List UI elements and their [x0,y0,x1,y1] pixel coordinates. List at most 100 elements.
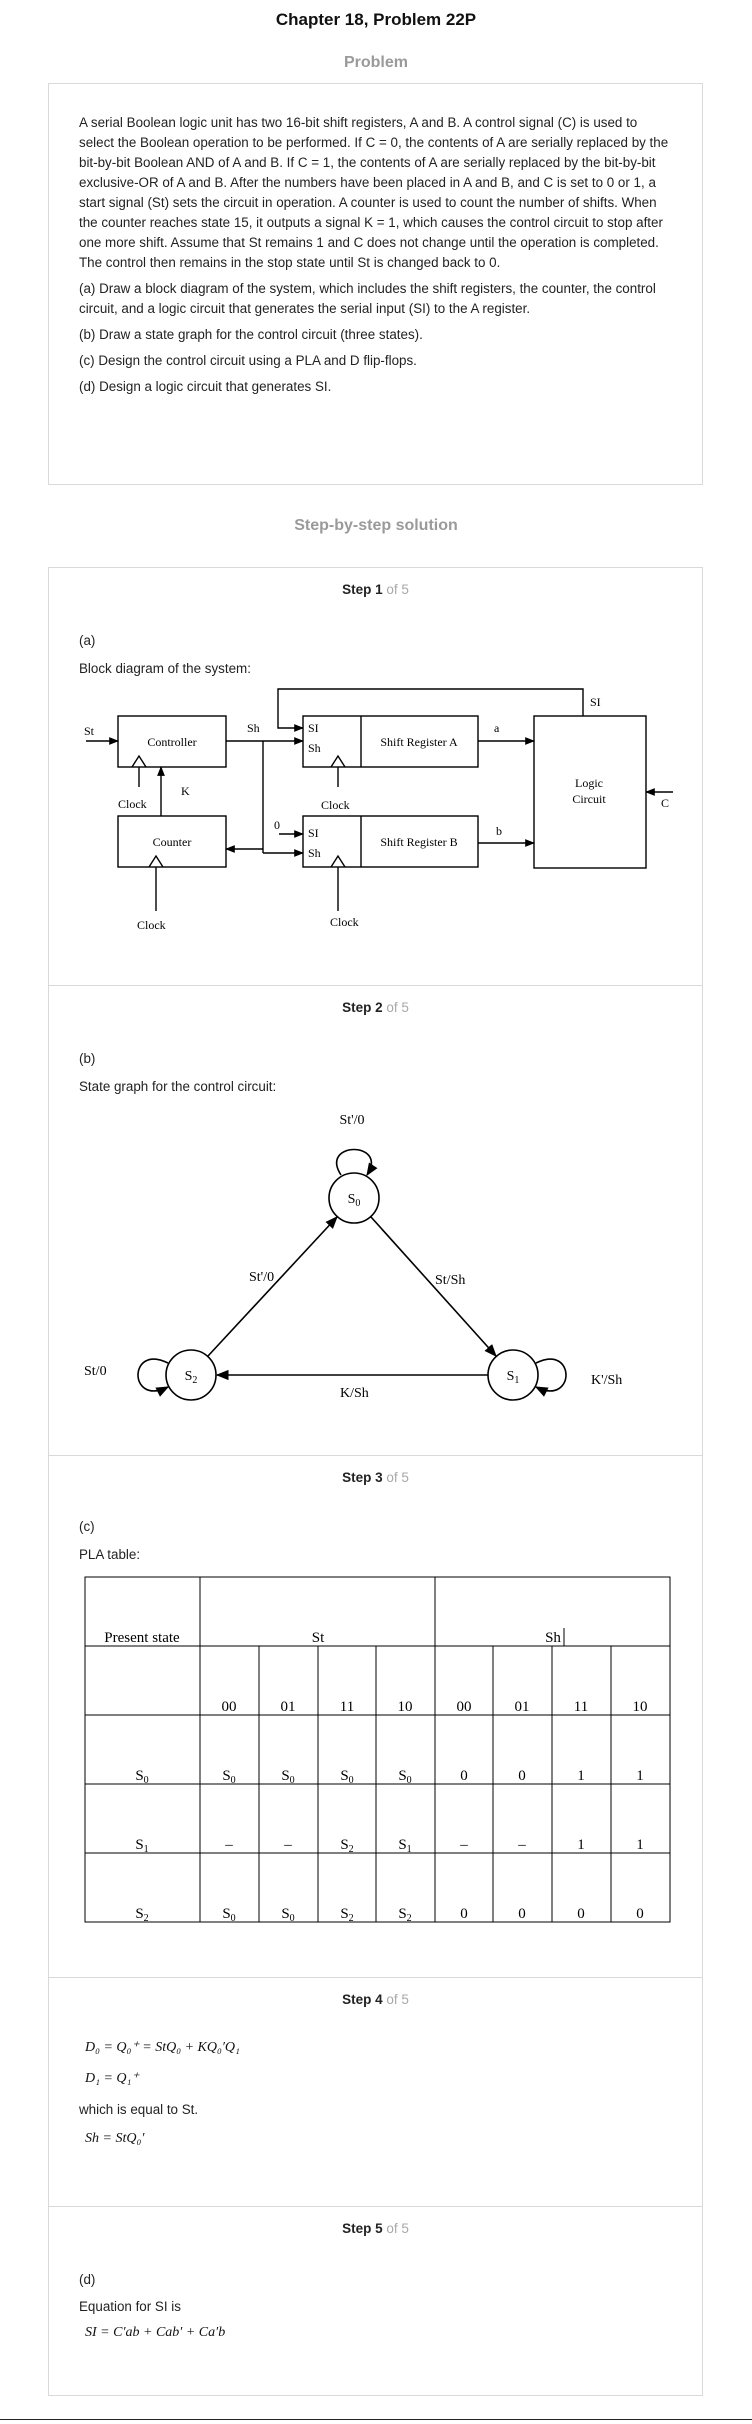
pla-cell: – [283,1837,292,1853]
step-5-card: Step 5 of 5 (d) Equation for SI is SI = … [48,2206,703,2396]
pla-cell: S1 [398,1837,411,1855]
problem-part-c: (c) Design the control circuit using a P… [79,353,417,368]
counter-block [117,815,227,868]
edge-s2-s0-label: St'/0 [249,1270,274,1285]
pla-cell: 1 [577,1837,585,1853]
b-output-label: b [496,824,502,838]
pla-cell: 0 [460,1906,468,1922]
input-column-header: 00 [222,1699,237,1715]
d0-equation: D₀ = Q₀⁺ = StQ₀ + KQ₀′Q₁ [85,2040,240,2055]
d1-equation: D₁ = Q₁⁺ [85,2071,139,2086]
step-total: of 5 [386,1992,409,2007]
step-3-caption: PLA table: [79,1547,141,1562]
step-number: Step 4 [342,1992,383,2007]
si-input-label-b: SI [308,826,319,840]
problem-card: A serial Boolean logic unit has two 16-b… [48,83,703,485]
input-column-header: 10 [398,1699,413,1715]
problem-text: A serial Boolean logic unit has two 16-b… [49,84,702,397]
step-number: Step 5 [342,2221,383,2236]
step-2-caption: State graph for the control circuit: [79,1079,277,1094]
si-equation: SI = C′ab + Cab′ + Ca′b [85,2325,226,2340]
pla-cell: 0 [460,1768,468,1784]
pla-cell: S0 [398,1768,411,1786]
pla-cell: S0 [281,1768,294,1786]
step-5-part: (d) [79,2272,96,2287]
st-label: St [84,724,95,738]
loop-s1-label: K'/Sh [591,1373,622,1388]
pla-cell: 0 [636,1906,644,1922]
step-3-card: Step 3 of 5 (c) PLA table: Present state… [48,1455,703,1977]
step-total: of 5 [386,1000,409,1015]
k-label: K [181,784,190,798]
zero-input-label: 0 [274,818,280,832]
sh-group-header: Sh [545,1630,561,1646]
step-total: of 5 [386,1470,409,1485]
state-s0-label: S0 [348,1192,361,1209]
st-group-header: St [312,1630,325,1646]
loop-s2-label: St/0 [84,1364,107,1379]
pla-cell: – [224,1837,233,1853]
step-2-part: (b) [79,1051,96,1066]
step-2-header: Step 2 of 5 [49,1000,702,1015]
present-state-header: Present state [104,1630,180,1646]
a-output-label: a [494,721,500,735]
solution-heading: Step-by-step solution [294,517,458,534]
sh-input-label-a: Sh [308,741,321,755]
pla-cell: – [517,1837,526,1853]
edge-s1-s2-label: K/Sh [340,1386,369,1401]
loop-s0-label: St'/0 [339,1113,364,1128]
pla-cell: S0 [281,1906,294,1924]
pla-cell: S0 [222,1768,235,1786]
si-input-label-a: SI [308,721,319,735]
self-loop-s2 [137,1358,170,1397]
si-output-label: SI [590,695,601,709]
step-number: Step 3 [342,1470,383,1485]
pla-cell: S2 [398,1906,411,1924]
step-4-header: Step 4 of 5 [49,1992,702,2007]
logic-circuit-label: Circuit [572,792,606,806]
step-4-card: Step 4 of 5 D₀ = Q₀⁺ = StQ₀ + KQ₀′Q₁ D₁ … [48,1977,703,2206]
sh-label: Sh [247,721,260,735]
step-5-caption: Equation for SI is [79,2299,181,2314]
shift-register-b-block [302,815,479,868]
step-1-part: (a) [79,633,96,648]
problem-part-a: (a) Draw a block diagram of the system, … [79,281,656,316]
step-number: Step 1 [342,582,383,597]
sh-input-label-b: Sh [308,846,321,860]
present-state-cell: S1 [135,1837,148,1855]
equal-to-st-text: which is equal to St. [79,2102,199,2117]
pla-cell: 0 [577,1906,585,1922]
counter-label: Counter [153,835,192,849]
pla-cell: 1 [636,1768,644,1784]
state-graph: S0 S1 S2 St'/0 K'/Sh St/0 St'/0 St/Sh K/… [84,1113,622,1401]
step-3-header: Step 3 of 5 [49,1470,702,1485]
step-1-card: Step 1 of 5 (a) Block diagram of the sys… [48,567,703,985]
present-state-cell: S2 [135,1906,148,1924]
self-loop-s1 [534,1358,567,1397]
block-diagram: Controller Counter Shift Register A Shif… [84,688,673,932]
pla-cell: S0 [340,1768,353,1786]
step-number: Step 2 [342,1000,383,1015]
problem-part-b: (b) Draw a state graph for the control c… [79,327,423,342]
input-column-header: 00 [457,1699,472,1715]
problem-part-d: (d) Design a logic circuit that generate… [79,379,332,394]
step-1-header: Step 1 of 5 [49,582,702,597]
problem-paragraph: A serial Boolean logic unit has two 16-b… [79,115,669,270]
edge-s2-s0 [207,1216,338,1357]
pla-cell: 0 [518,1906,526,1922]
pla-cell: S2 [340,1837,353,1855]
state-s2-label: S2 [185,1369,198,1386]
state-s1-label: S1 [507,1369,520,1386]
edge-s0-s1-label: St/Sh [435,1273,465,1288]
input-column-header: 11 [574,1699,588,1715]
sh-equation: Sh = StQ₀′ [85,2131,145,2146]
step-total: of 5 [386,582,409,597]
register-b-clock-label: Clock [330,915,359,929]
step-2-card: Step 2 of 5 (b) State graph for the cont… [48,985,703,1455]
logic-circuit-label: Logic [575,776,603,790]
edge-s0-s1 [370,1216,497,1357]
self-loop-s0 [335,1148,378,1177]
pla-cell: 1 [577,1768,585,1784]
controller-clock-label: Clock [118,797,147,811]
